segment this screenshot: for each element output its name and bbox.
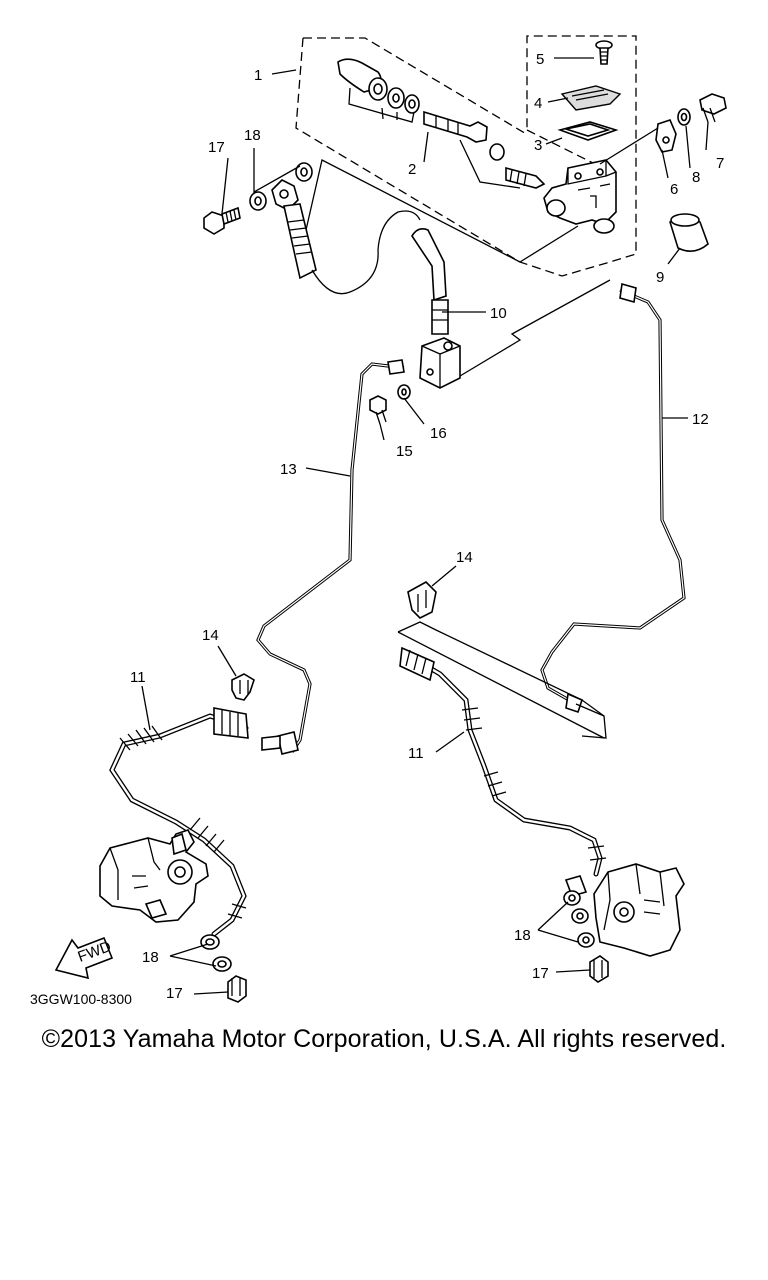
clip-14-right <box>397 581 605 739</box>
brake-hose-11-right <box>399 646 607 877</box>
label-11-right: 11 <box>408 745 424 762</box>
label-17-left: 17 <box>166 985 183 1002</box>
union-bolt-17-top <box>203 206 241 235</box>
brake-pipe-13 <box>256 359 405 755</box>
brake-joint <box>419 279 611 389</box>
label-7: 7 <box>716 155 724 172</box>
label-14-right: 14 <box>456 549 473 566</box>
label-9: 9 <box>656 269 664 286</box>
brake-system-diagram: FWD 1 2 3 4 5 6 7 8 9 <box>30 35 727 1007</box>
right-caliper <box>563 863 685 957</box>
label-1: 1 <box>254 67 262 84</box>
label-18-left: 18 <box>142 949 159 966</box>
master-cylinder-group-boundary <box>295 35 637 277</box>
washer-8 <box>677 108 691 126</box>
label-18-right: 18 <box>514 927 531 944</box>
bolt-7 <box>699 93 727 123</box>
label-6: 6 <box>670 181 678 198</box>
master-cylinder-body <box>519 159 617 263</box>
brake-hose-11-left <box>109 707 249 937</box>
label-17-top: 17 <box>208 139 225 156</box>
diagram-code: 3GGW100-8300 <box>30 991 132 1007</box>
copper-washers-18-top <box>249 162 313 211</box>
label-11-left: 11 <box>130 669 146 686</box>
reservoir-cap <box>560 85 622 111</box>
label-10: 10 <box>490 305 507 322</box>
forward-arrow-icon: FWD <box>54 936 114 980</box>
part-labels: 1 2 3 4 5 6 7 8 9 10 11 11 12 13 14 14 1… <box>130 51 724 1002</box>
union-bolt-17-left <box>227 975 247 1003</box>
label-8: 8 <box>692 169 700 186</box>
label-4: 4 <box>534 95 542 112</box>
holder-bracket <box>599 119 677 165</box>
brake-hose-10-lower <box>411 228 449 335</box>
left-caliper <box>99 829 232 972</box>
washer-16 <box>397 384 411 400</box>
label-18-top: 18 <box>244 127 261 144</box>
union-bolt-15 <box>369 395 387 425</box>
boot <box>669 213 709 252</box>
label-16: 16 <box>430 425 447 442</box>
piston-kit <box>337 58 420 123</box>
label-3: 3 <box>534 137 542 154</box>
union-bolt-17-right <box>589 955 609 983</box>
label-5: 5 <box>536 51 544 68</box>
brake-hose-10-upper <box>271 159 521 295</box>
leader-lines <box>141 57 709 995</box>
label-17-right: 17 <box>532 965 549 982</box>
diaphragm <box>557 121 619 141</box>
clip-14-left <box>231 673 255 701</box>
label-14-left: 14 <box>202 627 219 644</box>
brake-pipe-12 <box>540 282 686 739</box>
label-15: 15 <box>396 443 413 460</box>
label-2: 2 <box>408 161 416 178</box>
label-12: 12 <box>692 411 709 428</box>
copyright-notice: ©2013 Yamaha Motor Corporation, U.S.A. A… <box>41 1025 727 1053</box>
cap-screw <box>595 40 613 65</box>
label-13: 13 <box>280 461 297 478</box>
piston-assembly <box>423 110 546 189</box>
